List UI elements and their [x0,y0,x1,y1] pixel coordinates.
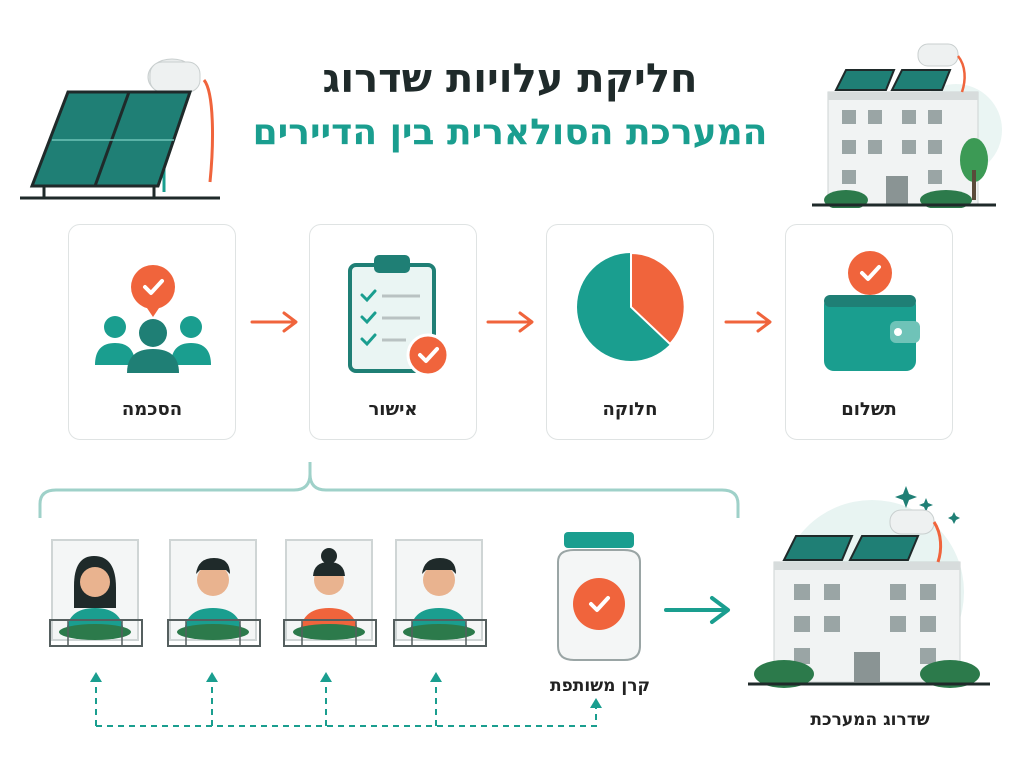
step-label: אישור [368,399,418,420]
wallet-check-icon [824,251,920,371]
residents-bracket [38,462,740,518]
people-check-icon [95,265,211,373]
residents-row [49,539,487,647]
page-subtitle: המערכת הסולארית בין הדיירים [252,112,768,153]
common-fund-label: קרן משותפת [550,676,650,696]
building-top-illustration [812,43,1002,208]
page-title: חליקת עלויות שדרוג [322,56,698,102]
resident-window-3 [285,539,373,641]
flow-arrows [250,311,772,333]
step-label: חלוקה [602,399,658,420]
upgraded-building-illustration [748,486,990,688]
step-card-approval: אישור [309,224,477,440]
step-label: הסכמה [121,399,183,420]
resident-window-2 [169,539,257,641]
common-fund-jar-icon [557,532,641,661]
step-card-division: חלוקה [546,224,714,440]
contribution-arrows [90,672,602,727]
upgrade-label: שדרוג המערכת [810,710,930,730]
upgrade-arrow-icon [664,596,730,624]
solar-heater-illustration [20,58,220,200]
step-card-agreement: הסכמה [68,224,236,440]
clipboard-check-icon [348,255,450,377]
pie-chart-icon [577,251,686,361]
step-label: תשלום [841,399,897,420]
step-card-payment: תשלום [785,224,953,440]
